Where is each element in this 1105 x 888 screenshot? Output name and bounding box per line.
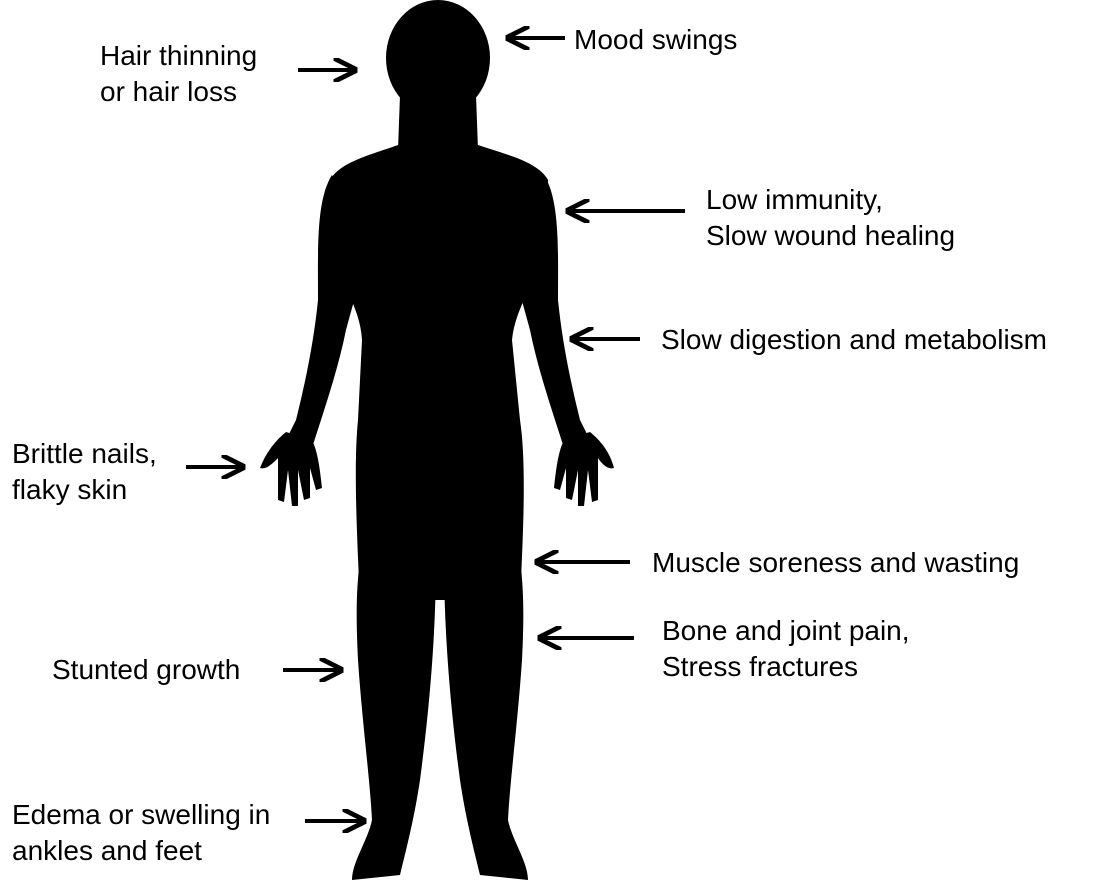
label-immunity: Low immunity, Slow wound healing (706, 182, 955, 254)
label-bone-line1: Bone and joint pain, (662, 613, 910, 649)
label-bone: Bone and joint pain, Stress fractures (662, 613, 910, 685)
left-hand (260, 432, 322, 506)
human-silhouette (260, 0, 614, 880)
label-hair-line1: Hair thinning (100, 38, 257, 74)
label-nails-line1: Brittle nails, (12, 436, 157, 472)
label-edema: Edema or swelling in ankles and feet (12, 797, 270, 869)
label-digestion: Slow digestion and metabolism (661, 322, 1047, 358)
label-nails-line2: flaky skin (12, 472, 157, 508)
label-bone-line2: Stress fractures (662, 649, 910, 685)
right-hand (554, 432, 614, 506)
label-hair-line2: or hair loss (100, 74, 257, 110)
label-muscle-line1: Muscle soreness and wasting (652, 545, 1019, 581)
label-immunity-line2: Slow wound healing (706, 218, 955, 254)
label-digestion-line1: Slow digestion and metabolism (661, 322, 1047, 358)
label-immunity-line1: Low immunity, (706, 182, 955, 218)
label-growth: Stunted growth (52, 652, 240, 688)
label-mood: Mood swings (574, 22, 737, 58)
left-leg (352, 560, 436, 880)
label-hair: Hair thinning or hair loss (100, 38, 257, 110)
label-growth-line1: Stunted growth (52, 652, 240, 688)
label-muscle: Muscle soreness and wasting (652, 545, 1019, 581)
right-leg (444, 560, 528, 880)
neck (398, 95, 478, 150)
torso (326, 145, 548, 600)
label-nails: Brittle nails, flaky skin (12, 436, 157, 508)
label-mood-line1: Mood swings (574, 22, 737, 58)
label-edema-line1: Edema or swelling in (12, 797, 270, 833)
label-edema-line2: ankles and feet (12, 833, 270, 869)
